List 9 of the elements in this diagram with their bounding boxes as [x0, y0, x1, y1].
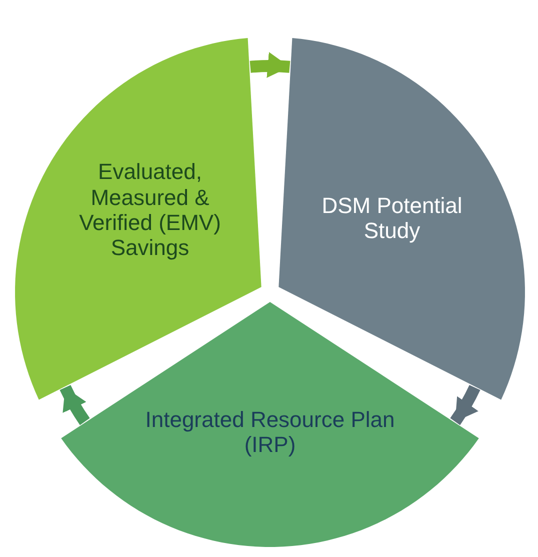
segment-label: Evaluated, Measured & Verified (EMV) Savings [78, 160, 222, 260]
cycle-arrow [250, 52, 290, 78]
cycle-segment [278, 37, 525, 400]
cycle-segment [61, 302, 479, 547]
cycle-segment [15, 37, 262, 400]
segment-label: DSM Potential Study [320, 192, 464, 245]
cycle-arrow [450, 384, 480, 425]
cycle-arrow [60, 384, 90, 425]
segment-label: Integrated Resource Plan (IRP) [144, 406, 396, 459]
